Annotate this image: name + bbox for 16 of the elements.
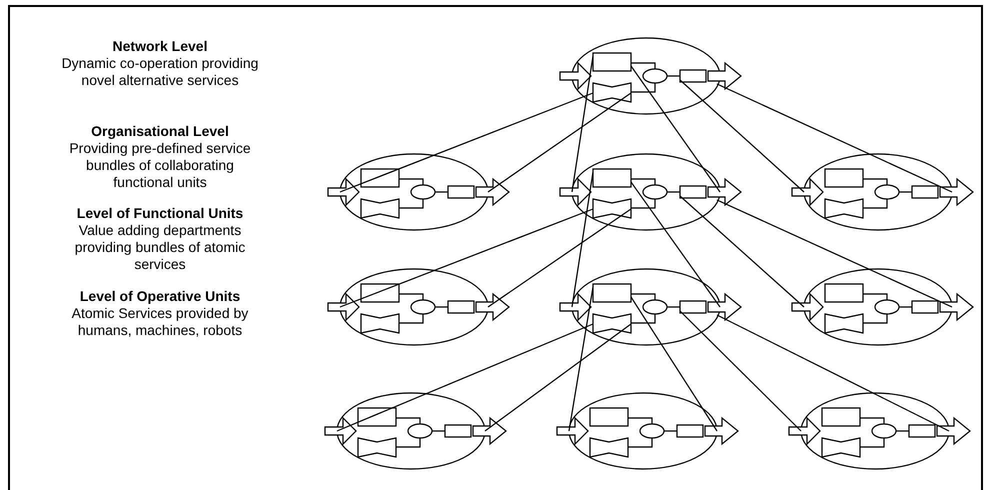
connector-line: [716, 199, 952, 308]
connector-line: [630, 182, 720, 308]
connector-line: [571, 172, 594, 308]
connector-line: [488, 208, 632, 308]
connector-line: [630, 296, 718, 432]
level-description: Dynamic co-operation providing novel alternative services: [60, 55, 260, 89]
level-description: Providing pre-defined service bundles of collaborating functional units: [68, 140, 252, 191]
connector-line: [488, 92, 632, 192]
level-description: Atomic Services provided by humans, machines, robots: [70, 305, 250, 339]
connector-line: [630, 66, 720, 192]
connector-line: [568, 286, 594, 432]
level-heading: Level of Operative Units: [78, 288, 242, 305]
level-heading: Network Level: [112, 38, 208, 55]
level-heading: Level of Functional Units: [76, 205, 244, 222]
level-heading: Organisational Level: [90, 123, 230, 140]
level-description: Value adding departments providing bundles of atomic services: [74, 222, 246, 273]
